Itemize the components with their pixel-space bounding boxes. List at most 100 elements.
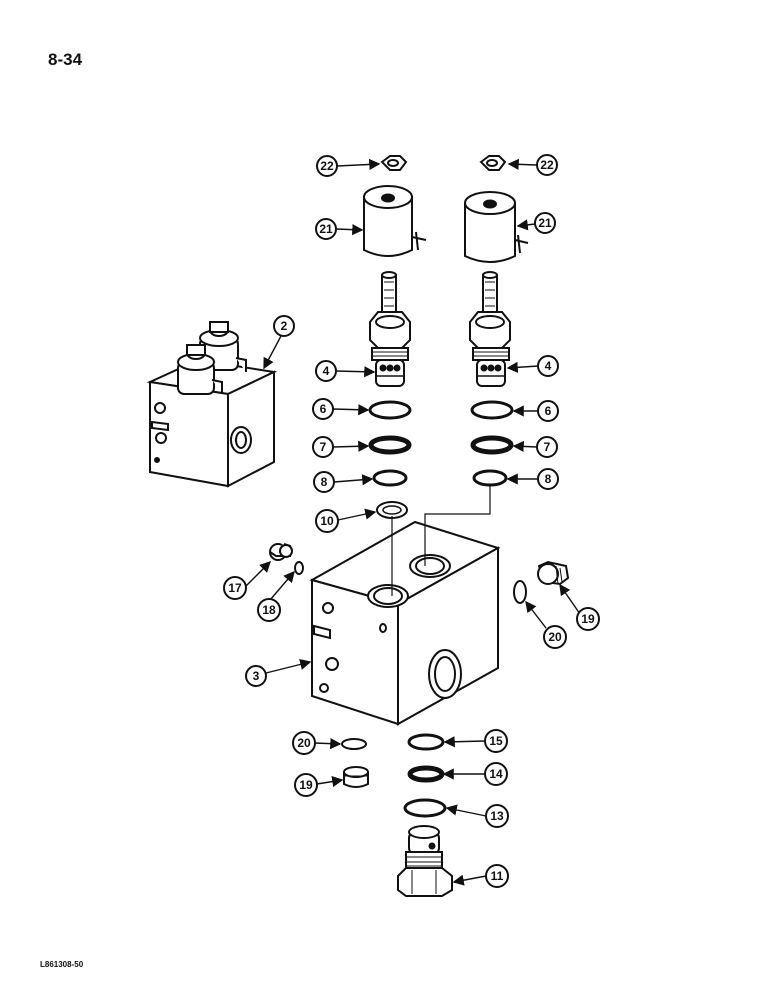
solenoid-coil-right <box>464 191 529 263</box>
callout-21-left: 21 <box>315 218 337 240</box>
leader-8-left <box>333 474 374 486</box>
callout-15: 15 <box>484 729 508 753</box>
plug-19-right <box>537 560 570 586</box>
leader-3 <box>265 658 312 674</box>
svg-text:21: 21 <box>319 222 333 236</box>
svg-text:8: 8 <box>545 472 552 486</box>
callout-14: 14 <box>484 762 508 786</box>
leader-17 <box>245 561 271 587</box>
leader-18 <box>269 570 295 601</box>
plug-19-bottom <box>343 766 369 788</box>
o-ring-7-left <box>368 435 412 455</box>
callout-11: 11 <box>485 864 509 888</box>
leader-21-right <box>516 219 536 231</box>
svg-text:18: 18 <box>262 603 276 617</box>
cartridge-valve-left <box>369 271 411 387</box>
hex-nut-left <box>380 155 408 171</box>
callout-19-bottom: 19 <box>294 773 318 797</box>
plug-17 <box>269 543 293 561</box>
svg-text:15: 15 <box>489 734 503 748</box>
callout-13: 13 <box>485 804 509 828</box>
callout-22-left: 22 <box>316 155 338 177</box>
leader-20-bottom <box>313 738 342 750</box>
figure-code: L861308-50 <box>40 960 84 969</box>
leader-2 <box>263 335 282 370</box>
callout-6-right: 6 <box>537 400 559 422</box>
o-ring-18 <box>294 561 304 575</box>
svg-text:2: 2 <box>281 319 288 333</box>
svg-text:17: 17 <box>228 581 242 595</box>
cartridge-valve-right <box>469 271 511 387</box>
callout-17: 17 <box>223 576 247 600</box>
svg-text:22: 22 <box>320 159 334 173</box>
svg-text:14: 14 <box>489 767 503 781</box>
leader-22-right <box>507 158 538 170</box>
solenoid-coil-left <box>363 185 427 257</box>
hex-nut-right <box>479 155 507 171</box>
leader-22-left <box>336 158 381 171</box>
leader-11 <box>452 874 487 886</box>
callout-18: 18 <box>257 598 281 622</box>
leader-19-right <box>559 583 581 615</box>
leader-20-right <box>525 600 547 629</box>
callout-8-left: 8 <box>313 471 335 493</box>
callout-2: 2 <box>273 315 295 337</box>
svg-text:19: 19 <box>299 778 313 792</box>
o-ring-20-bottom <box>341 738 367 750</box>
o-ring-14 <box>407 765 445 783</box>
callout-20-right: 20 <box>543 625 567 649</box>
callout-21-right: 21 <box>534 212 556 234</box>
svg-text:6: 6 <box>320 402 327 416</box>
o-ring-6-left <box>368 400 412 420</box>
svg-text:4: 4 <box>323 364 330 378</box>
callout-19-right: 19 <box>576 607 600 631</box>
leader-19-bottom <box>316 776 344 788</box>
backup-ring-10 <box>376 501 408 519</box>
callout-3: 3 <box>245 665 267 687</box>
svg-text:13: 13 <box>490 809 504 823</box>
callout-22-right: 22 <box>536 154 558 176</box>
svg-text:21: 21 <box>538 216 552 230</box>
leader-15 <box>443 736 486 748</box>
callout-10: 10 <box>315 509 339 533</box>
callout-8-right: 8 <box>537 468 559 490</box>
svg-text:7: 7 <box>320 440 327 454</box>
svg-text:11: 11 <box>491 869 504 883</box>
o-ring-6-right <box>470 400 514 420</box>
leader-4-right <box>506 361 539 373</box>
leader-7-right <box>512 440 538 453</box>
assembly-line-right <box>424 484 491 566</box>
leader-21-left <box>335 224 364 236</box>
callout-4-left: 4 <box>315 360 337 382</box>
callout-4-right: 4 <box>537 355 559 377</box>
svg-text:22: 22 <box>540 158 554 172</box>
svg-text:19: 19 <box>581 612 595 626</box>
backup-ring-15 <box>407 733 445 751</box>
leader-7-left <box>332 440 370 452</box>
svg-text:20: 20 <box>548 630 562 644</box>
valve-assembly-2 <box>146 321 278 488</box>
o-ring-13 <box>403 798 447 818</box>
svg-text:8: 8 <box>321 475 328 489</box>
svg-text:7: 7 <box>544 440 551 454</box>
page-number: 8-34 <box>48 50 83 69</box>
leader-13 <box>445 804 487 817</box>
callout-7-right: 7 <box>536 436 558 458</box>
relief-valve-11 <box>397 825 453 897</box>
valve-body-3 <box>309 520 501 726</box>
svg-text:6: 6 <box>545 404 552 418</box>
callout-7-left: 7 <box>312 436 334 458</box>
leader-6-left <box>332 404 370 416</box>
callout-20-bottom: 20 <box>292 731 316 755</box>
svg-text:20: 20 <box>297 736 311 750</box>
backup-ring-8-right <box>472 469 508 487</box>
callout-6-left: 6 <box>312 398 334 420</box>
svg-text:4: 4 <box>545 359 552 373</box>
o-ring-7-right <box>470 435 514 455</box>
leader-4-left <box>335 366 376 378</box>
backup-ring-8-left <box>372 469 408 487</box>
o-ring-20-right <box>513 580 527 604</box>
svg-text:10: 10 <box>320 514 334 528</box>
svg-text:3: 3 <box>253 669 260 683</box>
